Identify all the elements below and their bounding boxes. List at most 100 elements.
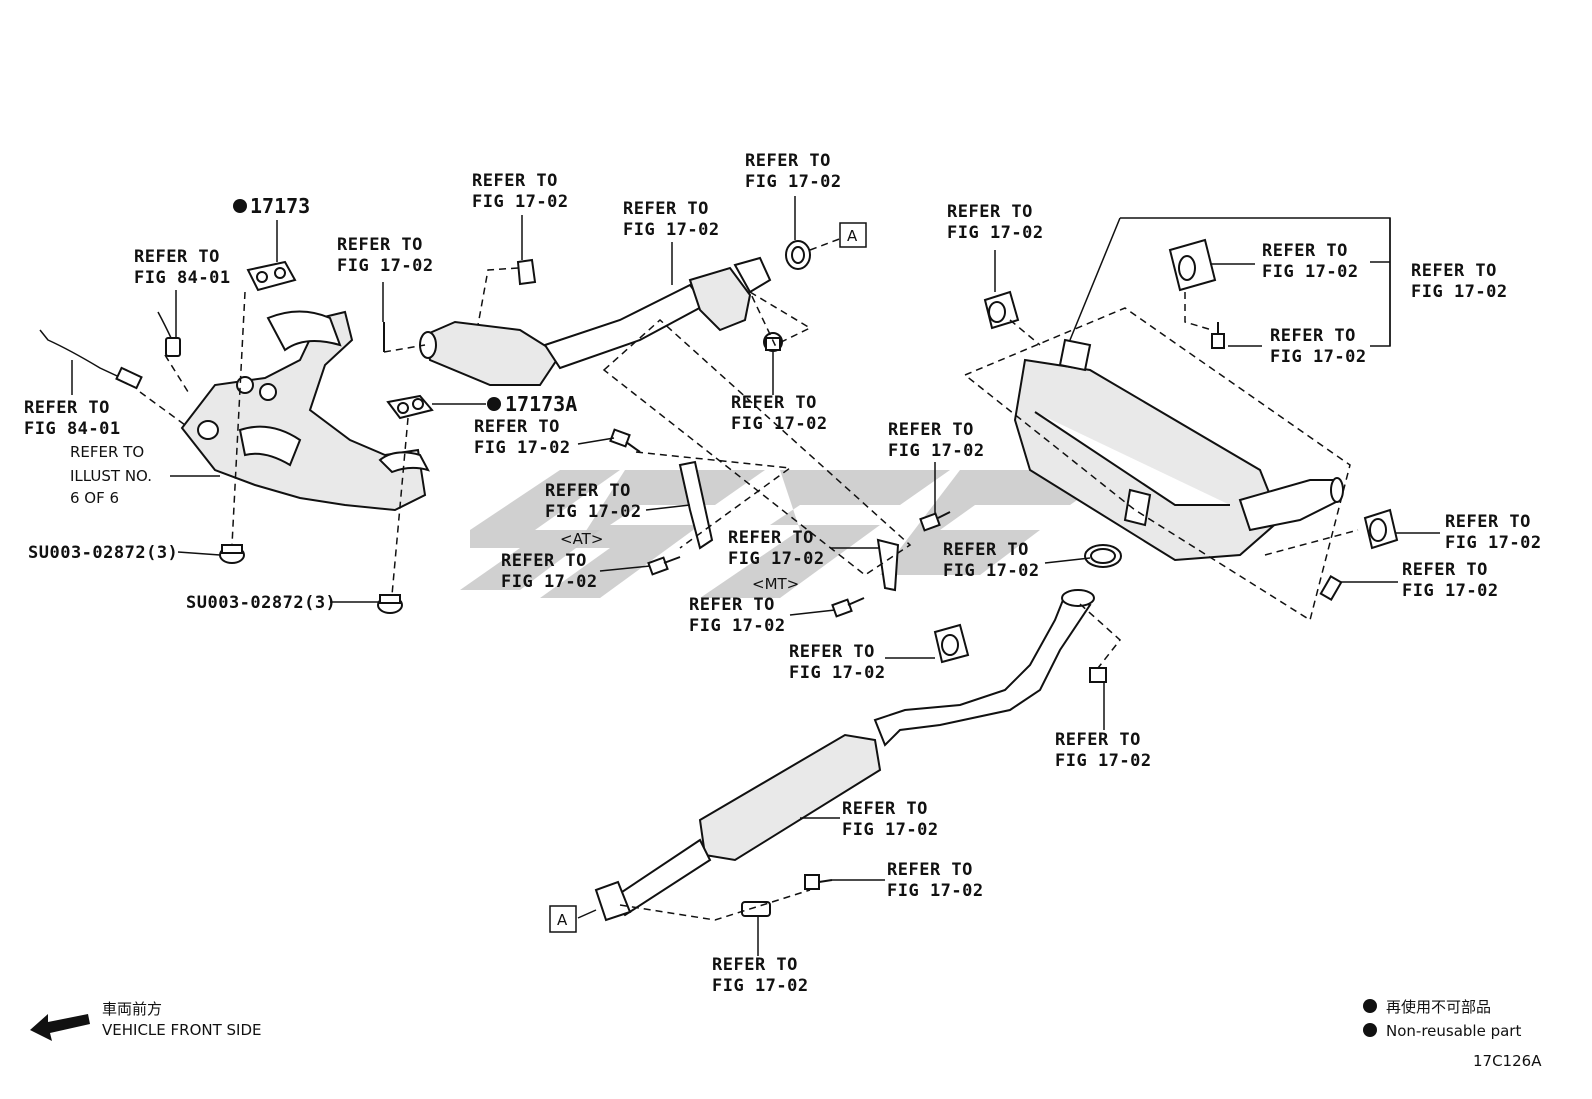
refer-to-label: REFER TO	[623, 199, 709, 219]
legend-marker-icon	[1363, 1023, 1377, 1037]
connector-a-label-top: A	[847, 227, 858, 245]
illust-ref-line3: 6 OF 6	[70, 489, 119, 507]
fig-17-02-label: FIG 17-02	[1402, 581, 1499, 601]
illust-ref-line2: ILLUST NO.	[70, 467, 152, 485]
oxygen-sensor-left	[39, 329, 143, 390]
bolt-mt-lower	[831, 597, 865, 618]
connector-a-box-top	[839, 222, 867, 248]
refer-to-label: REFER TO	[745, 151, 831, 171]
fig-17-02-label: FIG 17-02	[1055, 751, 1152, 771]
bolt-mt-upper	[919, 511, 951, 532]
legend-marker-icon	[1363, 999, 1377, 1013]
figure-id: 17C126A	[1473, 1052, 1542, 1070]
vehicle-front-jp: 車両前方	[102, 1000, 162, 1018]
variant-mt-label: <MT>	[752, 575, 799, 593]
bolt-upper-mid	[609, 428, 641, 453]
center-pipe	[594, 589, 1095, 922]
illust-ref-line1: REFER TO	[70, 443, 144, 461]
fig-17-02-label: FIG 17-02	[745, 172, 842, 192]
fig-17-02-label: FIG 17-02	[728, 549, 825, 569]
fig-17-02-label: FIG 17-02	[943, 561, 1040, 581]
refer-to-label: REFER TO	[1411, 261, 1497, 281]
nut-right	[377, 594, 403, 614]
refer-to-label: REFER TO	[789, 642, 875, 662]
muffler-flange	[1123, 488, 1152, 527]
vehicle-front-arrow-icon	[30, 1014, 90, 1041]
hanger-rubber-muffler-right	[1363, 508, 1399, 550]
fig-17-02-label: FIG 17-02	[545, 502, 642, 522]
fig-17-02-label: FIG 17-02	[842, 820, 939, 840]
gasket-17173	[246, 260, 297, 292]
fig-84-01-label: FIG 84-01	[24, 419, 121, 439]
rear-muffler	[1013, 338, 1344, 562]
exhaust-manifold	[180, 310, 430, 512]
fig-17-02-label: FIG 17-02	[712, 976, 809, 996]
legend-jp: 再使用不可部品	[1386, 998, 1491, 1016]
connector-a-box-bottom	[549, 905, 577, 933]
fig-17-02-label: FIG 17-02	[731, 414, 828, 434]
refer-to-label: REFER TO	[728, 528, 814, 548]
vehicle-front-en: VEHICLE FRONT SIDE	[102, 1021, 262, 1039]
bolt-muffler-top	[1211, 322, 1225, 349]
refer-to-label: REFER TO	[472, 171, 558, 191]
nut-part-number-right: SU003-02872(3)	[186, 593, 336, 613]
bolt-muffler-right	[1319, 574, 1343, 602]
fig-17-02-label: FIG 17-02	[501, 572, 598, 592]
refer-to-label: REFER TO	[545, 481, 631, 501]
fig-17-02-label: FIG 17-02	[947, 223, 1044, 243]
fig-17-02-label: FIG 17-02	[1262, 262, 1359, 282]
non-reusable-marker-17173A	[487, 397, 501, 411]
part-17173-label: 17173	[250, 194, 310, 218]
nut-left	[219, 544, 245, 564]
oxygen-sensor-upper	[157, 311, 181, 357]
fig-17-02-label: FIG 17-02	[623, 220, 720, 240]
dashed-alignment-lines	[139, 237, 1359, 921]
bolt-center-lower	[804, 874, 833, 890]
refer-to-label: REFER TO	[842, 799, 928, 819]
refer-to-label: REFER TO	[24, 398, 110, 418]
legend-en: Non-reusable part	[1386, 1022, 1521, 1040]
refer-to-label: REFER TO	[1270, 326, 1356, 346]
connector-a-label-bottom: A	[557, 911, 568, 929]
seal-ring-top	[785, 240, 811, 270]
fig-17-02-label: FIG 17-02	[888, 441, 985, 461]
fig-17-02-label: FIG 17-02	[887, 881, 984, 901]
refer-to-label: REFER TO	[689, 595, 775, 615]
nut-part-number-left: SU003-02872(3)	[28, 543, 178, 563]
refer-to-label: REFER TO	[337, 235, 423, 255]
refer-to-label: REFER TO	[887, 860, 973, 880]
fig-17-02-label: FIG 17-02	[1270, 347, 1367, 367]
hanger-rubber-muffler-left	[983, 290, 1020, 330]
refer-to-label: REFER TO	[1445, 512, 1531, 532]
hanger-rubber-muffler-top	[1168, 238, 1217, 292]
gasket-17173A	[386, 394, 434, 420]
refer-to-label: REFER TO	[501, 551, 587, 571]
refer-to-label: REFER TO	[134, 247, 220, 267]
fig-17-02-label: FIG 17-02	[472, 192, 569, 212]
refer-to-label: REFER TO	[712, 955, 798, 975]
refer-to-label: REFER TO	[1402, 560, 1488, 580]
leader-lines	[71, 196, 1440, 956]
fig-17-02-label: FIG 17-02	[1445, 533, 1542, 553]
watermark-logo	[460, 470, 1120, 598]
refer-to-label: REFER TO	[474, 417, 560, 437]
fig-17-02-label: FIG 17-02	[1411, 282, 1508, 302]
bracket-mt	[876, 538, 900, 592]
bracket-at	[678, 460, 714, 550]
non-reusable-marker-17173	[233, 199, 247, 213]
refer-to-label: REFER TO	[1262, 241, 1348, 261]
fig-84-01-label: FIG 84-01	[134, 268, 231, 288]
refer-to-label: REFER TO	[947, 202, 1033, 222]
variant-at-label: <AT>	[560, 530, 603, 548]
fig-17-02-label: FIG 17-02	[474, 438, 571, 458]
gasket-ring-muffler	[1084, 544, 1122, 568]
bolt-at	[647, 556, 681, 576]
refer-to-label: REFER TO	[888, 420, 974, 440]
hanger-rubber-top	[516, 258, 537, 286]
part-17173A-label: 17173A	[505, 392, 577, 416]
hanger-rubber-center	[933, 623, 970, 664]
fig-17-02-label: FIG 17-02	[789, 663, 886, 683]
nut-center	[1089, 667, 1107, 683]
refer-to-label: REFER TO	[1055, 730, 1141, 750]
